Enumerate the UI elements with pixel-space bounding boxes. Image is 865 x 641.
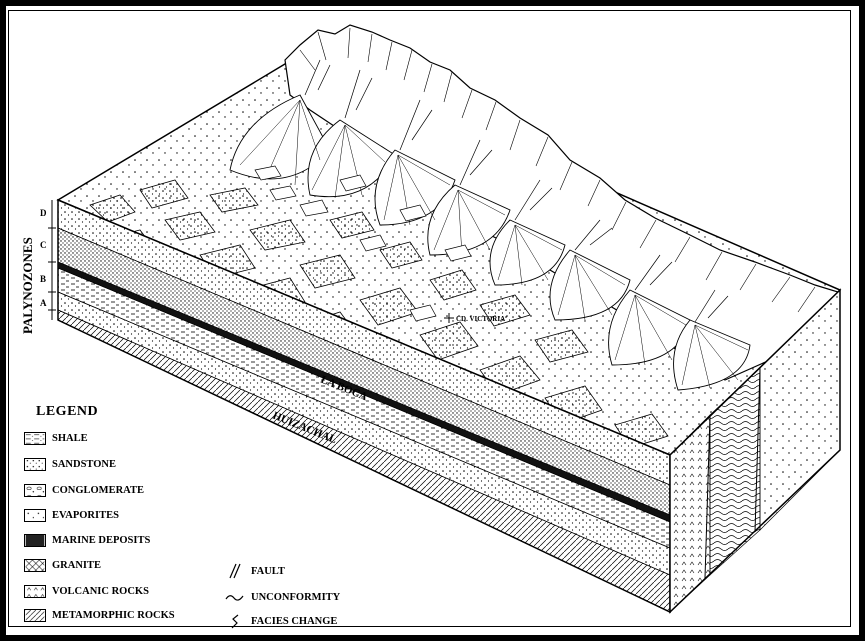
legend-item-volcanic-rocks: VOLCANIC ROCKS (24, 583, 149, 599)
legend-label: SANDSTONE (52, 459, 116, 470)
legend-label: VOLCANIC ROCKS (52, 586, 149, 597)
zone-c-label: C (40, 240, 47, 250)
legend-item-metamorphic-rocks: METAMORPHIC ROCKS (24, 607, 175, 623)
symbol-label: FACIES CHANGE (251, 616, 337, 627)
symbol-label: FAULT (251, 566, 285, 577)
evaporites-swatch (24, 509, 46, 522)
zone-a-label: A (40, 298, 47, 308)
facies-change-icon (225, 613, 245, 629)
legend-label: SHALE (52, 433, 88, 444)
legend-item-granite: GRANITE (24, 557, 101, 573)
metamorphic-rocks-swatch (24, 609, 46, 622)
legend-item-shale: SHALE (24, 430, 88, 446)
fault-icon (225, 563, 245, 579)
symbol-fault: FAULT (225, 563, 285, 579)
sandstone-swatch (24, 458, 46, 471)
site-label: CD. VICTORIA (456, 315, 505, 323)
shale-swatch (24, 432, 46, 445)
palynozone-bracket (48, 200, 56, 320)
granite-swatch (24, 559, 46, 572)
marine-deposits-swatch (24, 534, 46, 547)
zone-d-label: D (40, 208, 47, 218)
palynozones-title: PALYNOZONES (20, 237, 35, 334)
legend-label: CONGLOMERATE (52, 485, 144, 496)
conglomerate-swatch (24, 484, 46, 497)
legend-item-sandstone: SANDSTONE (24, 456, 116, 472)
legend-title: LEGEND (36, 404, 98, 420)
symbol-facies-change: FACIES CHANGE (225, 613, 337, 629)
legend-label: GRANITE (52, 560, 101, 571)
legend-item-evaporites: EVAPORITES (24, 507, 119, 523)
legend-label: MARINE DEPOSITS (52, 535, 150, 546)
symbol-unconformity: UNCONFORMITY (225, 589, 340, 605)
legend-label: EVAPORITES (52, 510, 119, 521)
zone-b-label: B (40, 274, 46, 284)
symbol-label: UNCONFORMITY (251, 592, 340, 603)
legend-item-marine-deposits: MARINE DEPOSITS (24, 532, 150, 548)
volcanic-rocks-swatch (24, 585, 46, 598)
palynozones-title-wrap: PALYNOZONES (18, 186, 38, 336)
legend-label: METAMORPHIC ROCKS (52, 610, 175, 621)
unconformity-icon (225, 589, 245, 605)
legend-item-conglomerate: CONGLOMERATE (24, 482, 144, 498)
